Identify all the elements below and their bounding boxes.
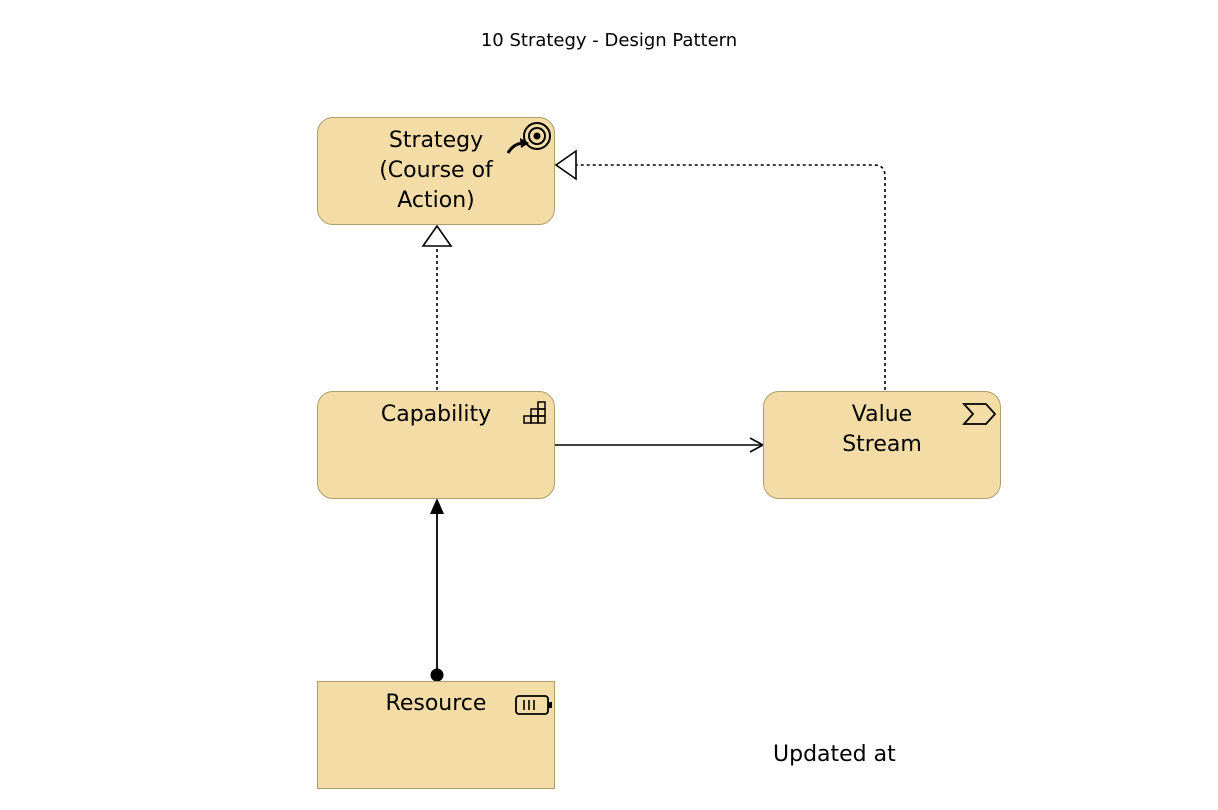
- diagram-title: 10 Strategy - Design Pattern: [480, 30, 738, 51]
- capability-node[interactable]: Capability: [317, 391, 555, 499]
- resource-icon: [515, 695, 552, 715]
- strategy-label: Strategy (Course of Action): [379, 128, 493, 213]
- capability-label: Capability: [380, 402, 492, 427]
- realization-valuestream-strategy[interactable]: [554, 149, 886, 390]
- resource-node[interactable]: Resource: [317, 681, 555, 789]
- serving-capability-valuestream[interactable]: [555, 437, 765, 453]
- course-of-action-icon: [506, 122, 551, 154]
- assignment-resource-capability[interactable]: [430, 498, 444, 682]
- value-stream-icon: [962, 403, 997, 425]
- realization-capability-strategy[interactable]: [421, 224, 453, 390]
- resource-label: Resource: [385, 691, 487, 716]
- updated-at-text: Updated at: [773, 742, 896, 767]
- value-stream-node[interactable]: Value Stream: [763, 391, 1001, 499]
- capability-icon: [523, 401, 546, 424]
- value-stream-label: Value Stream: [842, 402, 922, 457]
- strategy-node[interactable]: Strategy (Course of Action): [317, 117, 555, 225]
